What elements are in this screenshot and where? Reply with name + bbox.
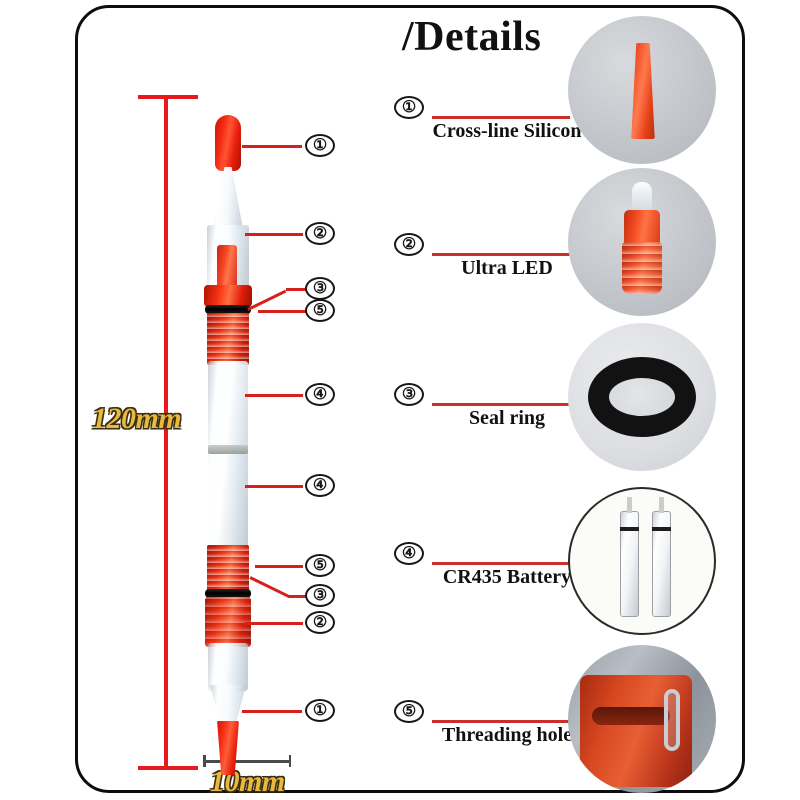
lower-threaded-section [207, 545, 249, 593]
callout-leader-5-bottom [255, 565, 303, 568]
callout-leader-2-bottom [245, 622, 303, 625]
battery-tip-left [627, 497, 632, 513]
top-silicone-cap [215, 115, 241, 171]
threading-hole-icon [592, 707, 670, 725]
lower-collar [205, 597, 251, 647]
product-diagram-panel: 120mm 10mm ① [90, 20, 390, 798]
detail-label-5: Threading hole [441, 724, 573, 746]
detail-rule-4 [432, 562, 570, 565]
callout-leader-5-top [258, 310, 306, 313]
details-title: /Details [402, 14, 542, 60]
detail-thumb-1 [568, 16, 716, 164]
detail-thumb-2 [568, 168, 716, 316]
detail-label-2: Ultra LED [461, 257, 553, 279]
detail-rule-3 [432, 403, 570, 406]
callout-marker-2-top: ② [305, 222, 335, 245]
callout-leader-4-lower [245, 485, 303, 488]
detail-label-1: Cross-line Silicon [432, 120, 582, 142]
led-thread-icon [622, 242, 662, 294]
callout-leader-3-bottom [288, 595, 308, 598]
callout-marker-3-bottom: ③ [305, 584, 335, 607]
height-dimension-bracket [138, 95, 198, 770]
detail-thumb-5 [568, 645, 716, 793]
tube-seam [208, 445, 248, 454]
lower-clear-body [208, 643, 248, 691]
detail-marker-3: ③ [394, 383, 424, 406]
callout-marker-1-top: ① [305, 134, 335, 157]
width-dimension-bracket [203, 755, 291, 767]
width-bar [203, 760, 291, 763]
led-bulb-icon [632, 182, 652, 214]
height-dimension-label: 120mm [92, 402, 182, 435]
led-head-icon [624, 210, 660, 246]
bracket-bottom-tick [138, 766, 198, 770]
bracket-stem [164, 95, 168, 770]
upper-seal-ring [205, 305, 251, 314]
detail-thumb-4 [568, 487, 716, 635]
o-ring-icon [588, 357, 696, 437]
battery-tip-right [659, 497, 664, 513]
details-panel: /Details ① Cross-line Silicon ② Ultra LE… [390, 0, 800, 800]
middle-clear-tube [208, 361, 248, 551]
detail-marker-4: ④ [394, 542, 424, 565]
upper-threaded-section [207, 313, 249, 365]
detail-row: ② Ultra LED [390, 168, 800, 383]
callout-marker-1-bottom: ① [305, 699, 335, 722]
bracket-top-tick [138, 95, 198, 99]
detail-marker-1: ① [394, 96, 424, 119]
detail-rule-1 [432, 116, 570, 119]
detail-rule-2 [432, 253, 570, 256]
callout-leader-4-upper [245, 394, 303, 397]
width-right-cap [288, 755, 291, 767]
callout-marker-5-bottom: ⑤ [305, 554, 335, 577]
detail-marker-5: ⑤ [394, 700, 424, 723]
detail-row: ⑤ Threading hole [390, 645, 800, 800]
callout-leader-2-top [245, 233, 303, 236]
product-illustration [193, 115, 263, 775]
callout-leader-1-bottom [242, 710, 302, 713]
detail-marker-2: ② [394, 233, 424, 256]
upper-led-module [217, 245, 237, 291]
detail-rule-5 [432, 720, 570, 723]
detail-label-4: CR435 Battery [442, 566, 572, 588]
detail-thumb-3 [568, 323, 716, 471]
callout-leader-1-top [242, 145, 302, 148]
upper-collar [204, 285, 252, 307]
callout-marker-4-lower: ④ [305, 474, 335, 497]
callout-marker-2-bottom: ② [305, 611, 335, 634]
battery-band-right [652, 527, 671, 531]
callout-marker-5-top: ⑤ [305, 299, 335, 322]
battery-band-left [620, 527, 639, 531]
threading-clip-icon [664, 689, 680, 751]
silicone-cap-icon [631, 43, 655, 139]
detail-row: ① Cross-line Silicon [390, 16, 800, 246]
detail-row: ③ Seal ring [390, 323, 800, 533]
detail-label-3: Seal ring [468, 407, 546, 429]
lower-seal-ring [205, 589, 251, 598]
callout-leader-3-top [286, 288, 308, 291]
callout-marker-4-upper: ④ [305, 383, 335, 406]
callout-marker-3-top: ③ [305, 277, 335, 300]
bottom-silicone-cap [217, 721, 239, 775]
detail-row: ④ CR435 Battery [390, 487, 800, 692]
top-cone [213, 167, 243, 229]
